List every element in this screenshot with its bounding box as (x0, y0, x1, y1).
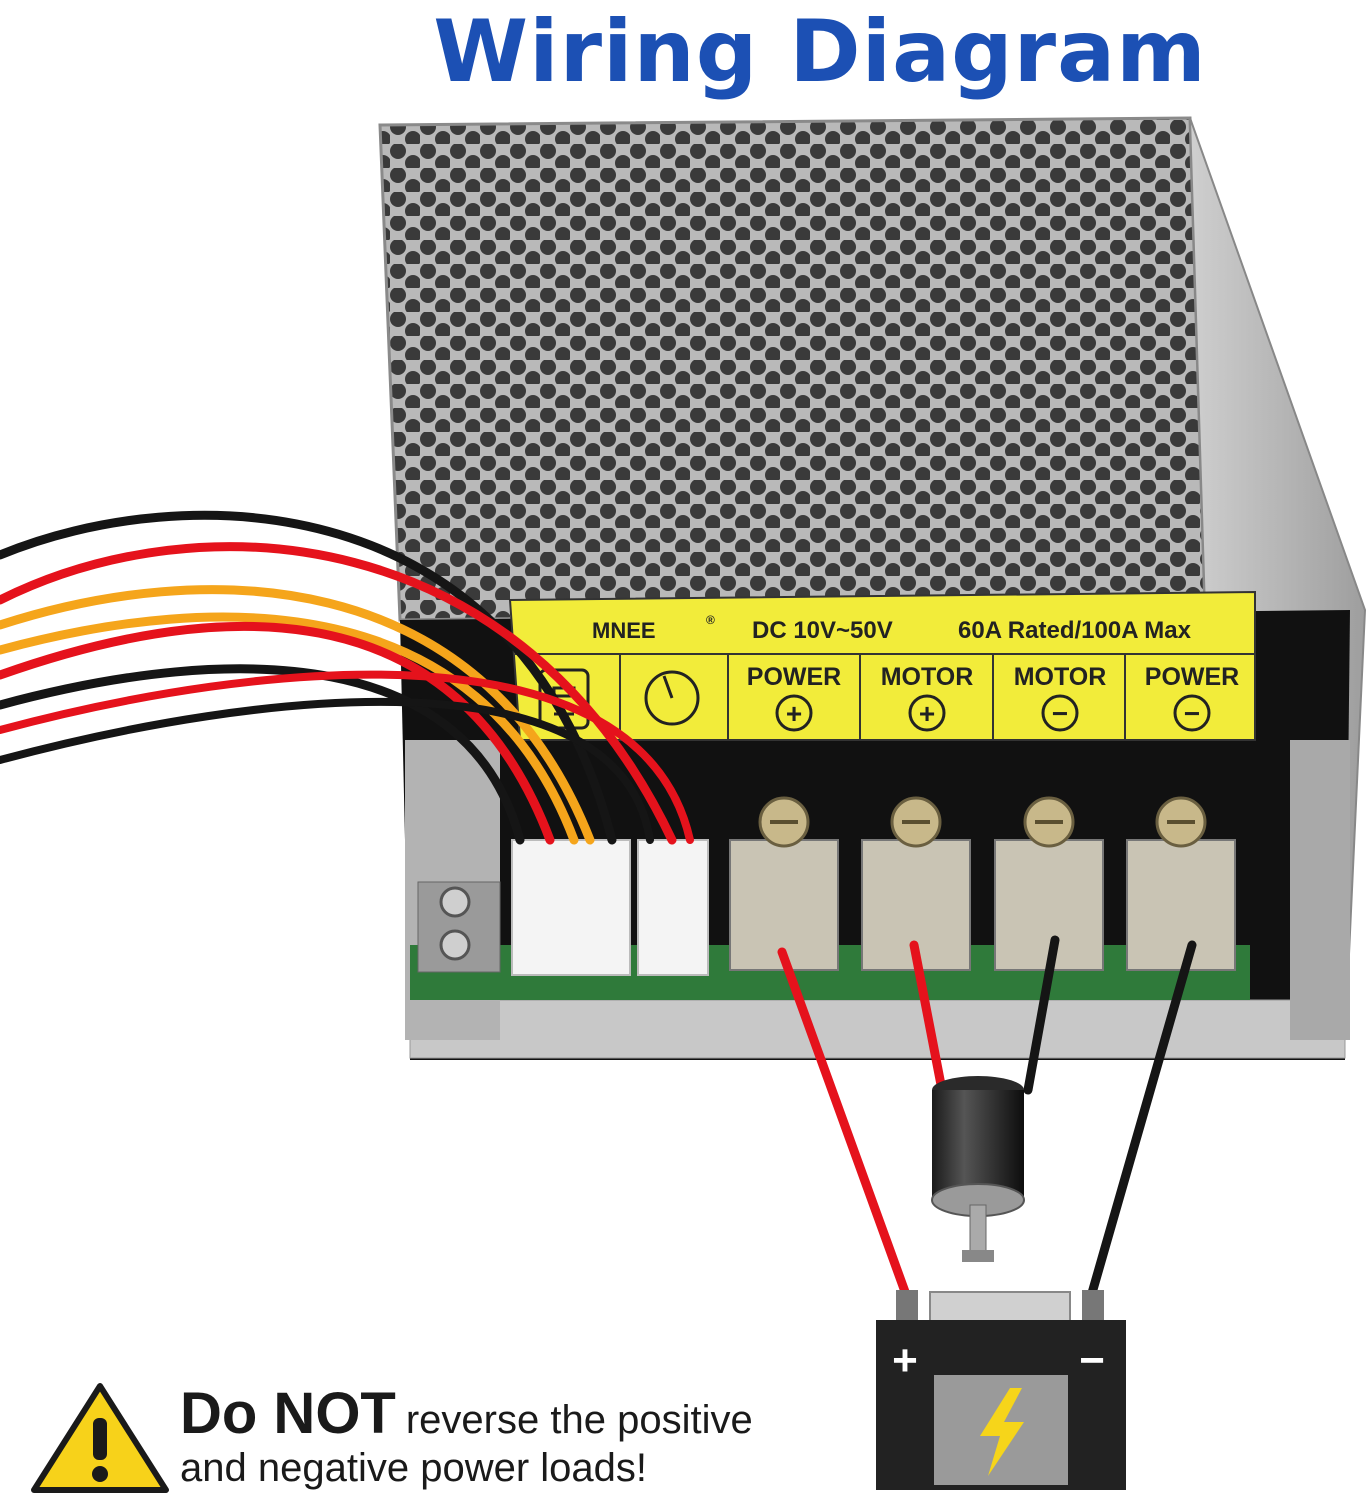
terminal-1-name: POWER (747, 663, 841, 691)
battery-minus-post (1082, 1290, 1104, 1322)
dc-motor (931, 1076, 1025, 1262)
wire-motor-minus (1023, 935, 1060, 1095)
terminal-3-sign-ring (1041, 694, 1079, 732)
terminal-2-name: MOTOR (881, 663, 974, 691)
vented-top-cover (378, 116, 1207, 622)
terminal-4-name: POWER (1145, 663, 1239, 691)
title-wrap: Wiring Diagram (300, 0, 1340, 110)
housing-right-wall (1290, 740, 1350, 1040)
control-wires (0, 510, 694, 845)
terminal-4-sign: − (1184, 698, 1200, 729)
terminal-4-sign-ring (1173, 694, 1211, 732)
signal-connectors (511, 839, 709, 976)
wire-power-plus (777, 947, 913, 1305)
terminal-1-sign: + (786, 698, 802, 729)
ground-screws (417, 881, 501, 973)
connector-switch[interactable] (511, 839, 631, 976)
warning-text-1: reverse the positive (405, 1398, 753, 1442)
terminal-block-motor-minus[interactable] (994, 796, 1104, 971)
terminal-blocks (417, 796, 1236, 973)
warning-icon (31, 1383, 169, 1493)
current-text: 60A Rated/100A Max (958, 617, 1192, 644)
terminal-3-name: MOTOR (1014, 663, 1107, 691)
terminal-2-sign-ring (908, 694, 946, 732)
battery-plus-label: + (892, 1336, 918, 1385)
battery-plus-post (896, 1290, 918, 1322)
brand-mark: ® (706, 613, 715, 627)
voltage-text: DC 10V~50V (752, 617, 893, 644)
potentiometer-icon (644, 670, 700, 726)
lightning-icon (980, 1388, 1024, 1476)
battery-top-cap (929, 1291, 1071, 1323)
wire-power-minus (1085, 940, 1197, 1305)
terminal-block-power-minus[interactable] (1126, 796, 1236, 971)
terminal-2-sign: + (919, 698, 935, 729)
diagram-title: Wiring Diagram (433, 2, 1207, 102)
brand-text: MNEE (592, 618, 656, 643)
battery-minus-label: − (1079, 1336, 1105, 1385)
terminal-3-sign: − (1052, 698, 1068, 729)
connector-potentiometer[interactable] (637, 839, 709, 976)
housing-base-plate (409, 999, 1346, 1059)
load-wires (777, 935, 1197, 1305)
warning-text-2: and negative power loads! (180, 1446, 647, 1490)
warning-emphasis: Do NOT (180, 1381, 396, 1446)
wire-motor-plus (909, 940, 947, 1095)
terminal-1-sign-ring (775, 694, 813, 732)
battery: + − (876, 1290, 1126, 1490)
spec-label: MNEE ® DC 10V~50V 60A Rated/100A Max POW… (508, 590, 1256, 741)
